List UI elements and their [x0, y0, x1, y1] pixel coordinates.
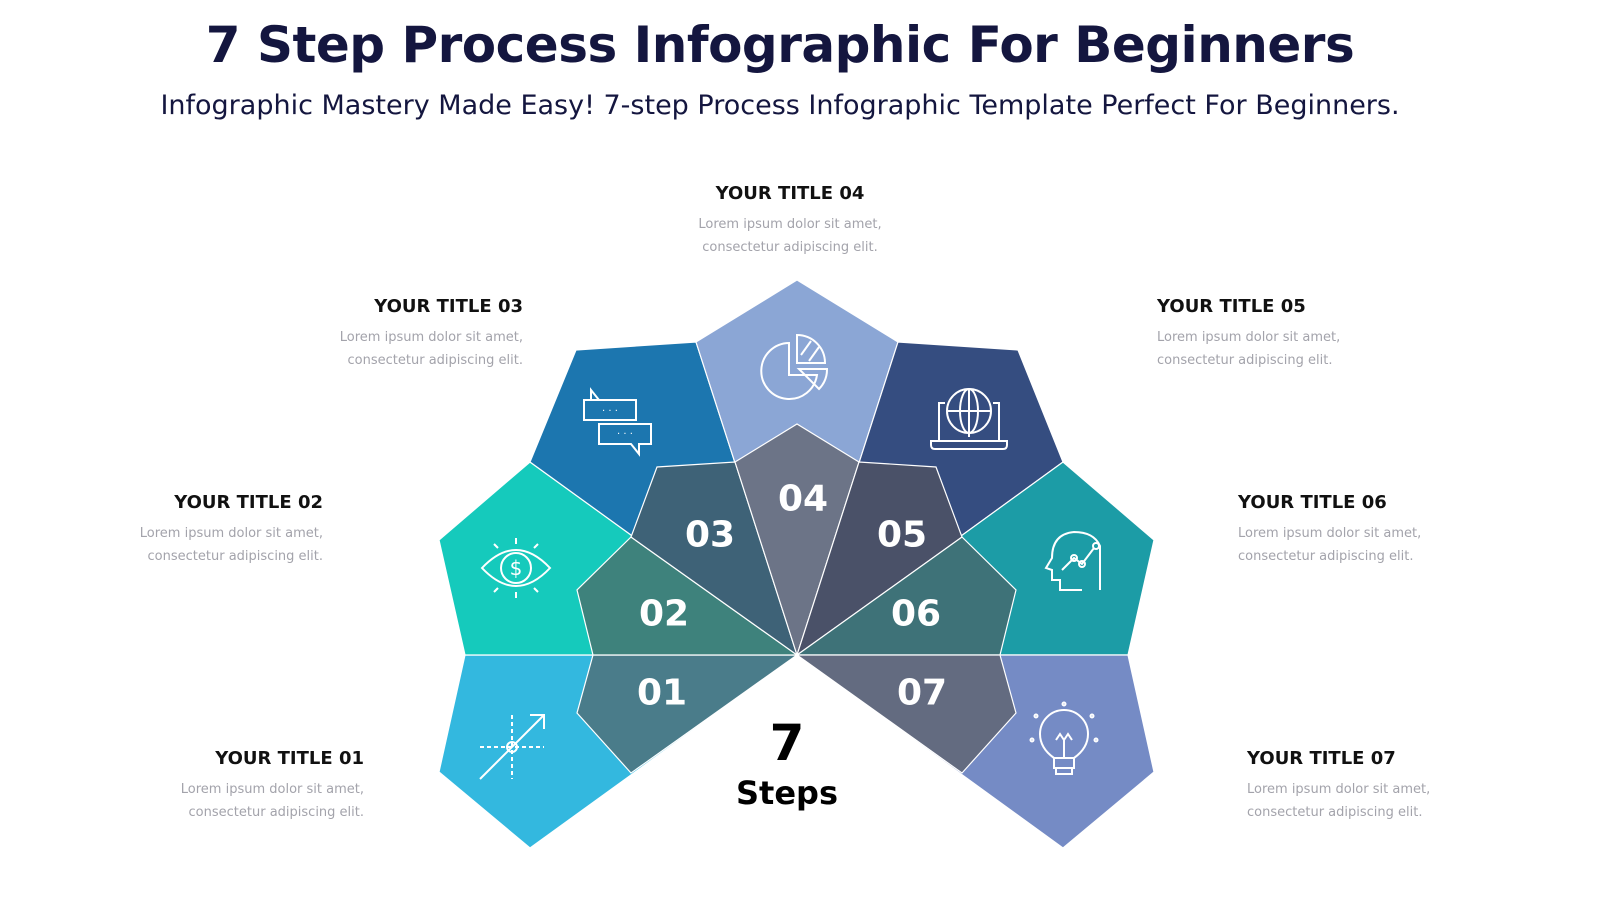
- step-title: YOUR TITLE 01: [215, 748, 364, 769]
- laptop-globe-icon: [930, 388, 1008, 450]
- step-title: YOUR TITLE 07: [1247, 748, 1396, 769]
- step-description: Lorem ipsum dolor sit amet, consectetur …: [698, 217, 882, 255]
- center-label: Steps: [736, 774, 838, 812]
- step-number-02: 02: [638, 593, 690, 635]
- step-description: Lorem ipsum dolor sit amet, consectetur …: [1157, 330, 1341, 368]
- step-number-01: 01: [636, 672, 688, 714]
- step-title: YOUR TITLE 02: [174, 492, 323, 513]
- step-text-05: YOUR TITLE 05 Lorem ipsum dolor sit amet…: [1157, 296, 1457, 372]
- step-title: YOUR TITLE 05: [1157, 296, 1306, 317]
- eye-dollar-icon: $: [480, 538, 552, 598]
- svg-text:· · ·: · · ·: [602, 406, 618, 417]
- step-description: Lorem ipsum dolor sit amet, consectetur …: [1238, 526, 1422, 564]
- step-title: YOUR TITLE 06: [1238, 492, 1387, 513]
- center-number: 7: [769, 714, 805, 772]
- step-text-03: YOUR TITLE 03 Lorem ipsum dolor sit amet…: [223, 296, 523, 372]
- page-title: 7 Step Process Infographic For Beginners: [205, 16, 1355, 74]
- growth-arrow-icon: [479, 714, 545, 780]
- page-subtitle: Infographic Mastery Made Easy! 7-step Pr…: [160, 90, 1400, 121]
- step-number-05: 05: [876, 514, 928, 556]
- svg-text:· · ·: · · ·: [617, 429, 633, 440]
- chat-bubbles-icon: · · · · · ·: [583, 387, 652, 457]
- svg-text:$: $: [510, 556, 523, 580]
- step-description: Lorem ipsum dolor sit amet, consectetur …: [1247, 782, 1431, 820]
- step-text-01: YOUR TITLE 01 Lorem ipsum dolor sit amet…: [64, 748, 364, 824]
- pie-chart-icon: [760, 333, 829, 400]
- step-description: Lorem ipsum dolor sit amet, consectetur …: [339, 330, 523, 368]
- step-description: Lorem ipsum dolor sit amet, consectetur …: [180, 782, 364, 820]
- lightbulb-icon: [1029, 701, 1099, 775]
- step-text-02: YOUR TITLE 02 Lorem ipsum dolor sit amet…: [23, 492, 323, 568]
- step-title: YOUR TITLE 03: [374, 296, 523, 317]
- step-description: Lorem ipsum dolor sit amet, consectetur …: [139, 526, 323, 564]
- head-chart-icon: [1044, 530, 1101, 591]
- step-number-06: 06: [890, 593, 942, 635]
- step-inner-segment-07: [795, 654, 1017, 774]
- step-text-06: YOUR TITLE 06 Lorem ipsum dolor sit amet…: [1238, 492, 1538, 568]
- step-text-04: YOUR TITLE 04 Lorem ipsum dolor sit amet…: [640, 183, 940, 259]
- step-text-07: YOUR TITLE 07 Lorem ipsum dolor sit amet…: [1247, 748, 1547, 824]
- step-number-04: 04: [777, 478, 829, 520]
- step-number-07: 07: [896, 672, 948, 714]
- step-number-03: 03: [684, 514, 736, 556]
- step-title: YOUR TITLE 04: [715, 183, 865, 204]
